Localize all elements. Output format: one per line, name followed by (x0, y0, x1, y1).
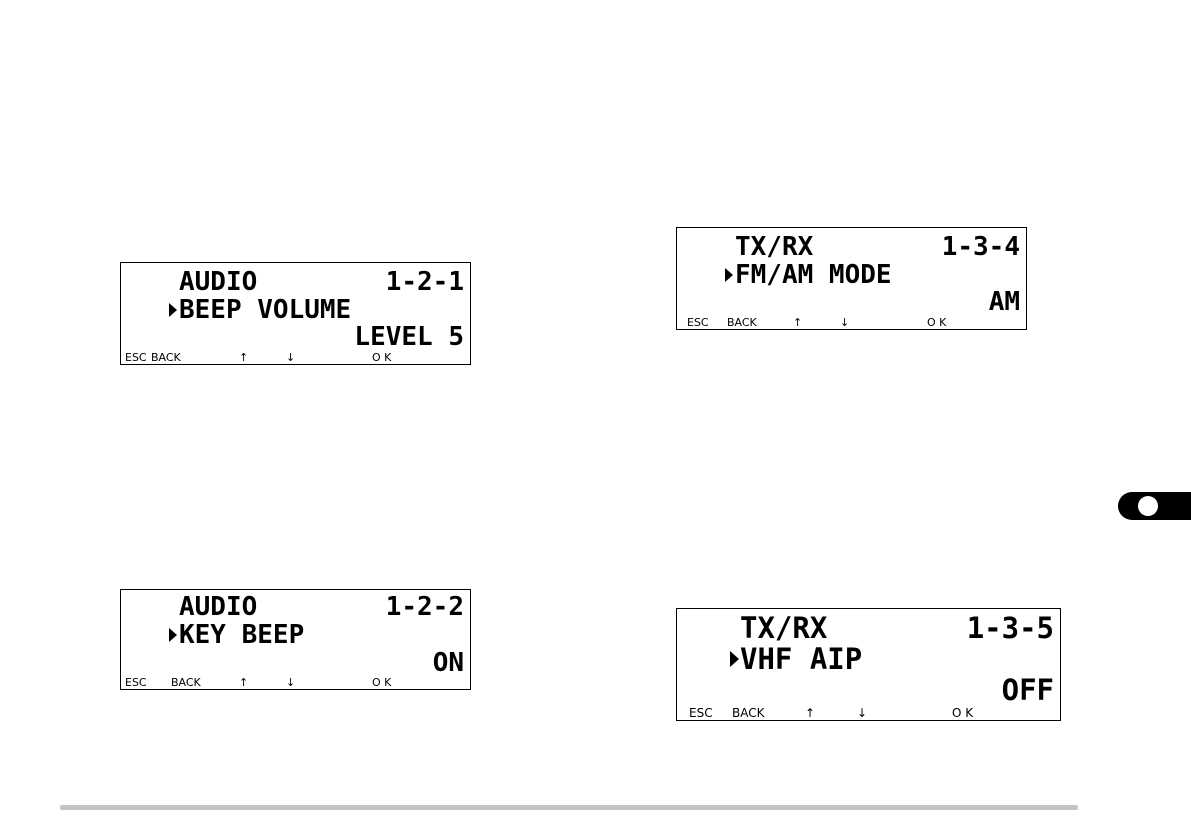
menu-item-value: OFF (1002, 676, 1054, 705)
softkey-bar: ESC BACK ↑ ↓ O K (121, 351, 470, 363)
softkey-down-icon[interactable]: ↓ (286, 677, 295, 688)
softkey-bar: ESC BACK ↑ ↓ O K (677, 316, 1026, 328)
menu-item-label: FM/AM MODE (735, 262, 892, 288)
lcd-screen-key-beep: AUDIO 1-2-2 KEY BEEP ON ESC BACK ↑ ↓ O K (120, 589, 471, 690)
menu-title: TX/RX (740, 614, 827, 643)
lcd-screen-vhf-aip: TX/RX 1-3-5 VHF AIP OFF ESC BACK ↑ ↓ O K (676, 608, 1061, 721)
menu-code: 1-2-2 (386, 594, 464, 620)
softkey-down-icon[interactable]: ↓ (840, 317, 849, 328)
cursor-arrow-icon (169, 628, 177, 642)
softkey-ok[interactable]: O K (372, 677, 391, 688)
menu-item-value: AM (989, 289, 1020, 315)
footer-rule (60, 805, 1078, 810)
softkey-back[interactable]: BACK (171, 677, 201, 688)
softkey-bar: ESC BACK ↑ ↓ O K (677, 707, 1060, 719)
softkey-up-icon[interactable]: ↑ (239, 677, 248, 688)
menu-item-label: VHF AIP (740, 645, 862, 674)
menu-item-label: BEEP VOLUME (179, 297, 351, 323)
softkey-up-icon[interactable]: ↑ (239, 352, 248, 363)
softkey-ok[interactable]: O K (927, 317, 946, 328)
cursor-arrow-icon (730, 651, 739, 667)
softkey-esc[interactable]: ESC (125, 677, 147, 688)
menu-title: AUDIO (179, 594, 257, 620)
softkey-down-icon[interactable]: ↓ (857, 707, 867, 719)
lcd-screen-beep-volume: AUDIO 1-2-1 BEEP VOLUME LEVEL 5 ESC BACK… (120, 262, 471, 365)
softkey-back[interactable]: BACK (727, 317, 757, 328)
softkey-up-icon[interactable]: ↑ (805, 707, 815, 719)
menu-title: TX/RX (735, 234, 813, 260)
lcd-screen-fm-am-mode: TX/RX 1-3-4 FM/AM MODE AM ESC BACK ↑ ↓ O… (676, 227, 1027, 330)
softkey-esc[interactable]: ESC (689, 707, 713, 719)
softkey-down-icon[interactable]: ↓ (286, 352, 295, 363)
menu-item-value: ON (433, 650, 464, 676)
softkey-ok[interactable]: O K (372, 352, 391, 363)
softkey-back[interactable]: BACK (732, 707, 764, 719)
chapter-dot-icon (1138, 496, 1158, 516)
menu-code: 1-2-1 (386, 269, 464, 295)
softkey-back[interactable]: BACK (151, 352, 181, 363)
cursor-arrow-icon (169, 303, 177, 317)
softkey-ok[interactable]: O K (952, 707, 973, 719)
softkey-esc[interactable]: ESC (125, 352, 147, 363)
softkey-esc[interactable]: ESC (687, 317, 709, 328)
chapter-tab-marker (1118, 492, 1191, 520)
menu-code: 1-3-4 (942, 234, 1020, 260)
menu-title: AUDIO (179, 269, 257, 295)
softkey-bar: ESC BACK ↑ ↓ O K (121, 676, 470, 688)
menu-item-value: LEVEL 5 (354, 324, 464, 350)
cursor-arrow-icon (725, 268, 733, 282)
menu-code: 1-3-5 (967, 614, 1054, 643)
softkey-up-icon[interactable]: ↑ (793, 317, 802, 328)
menu-item-label: KEY BEEP (179, 622, 304, 648)
